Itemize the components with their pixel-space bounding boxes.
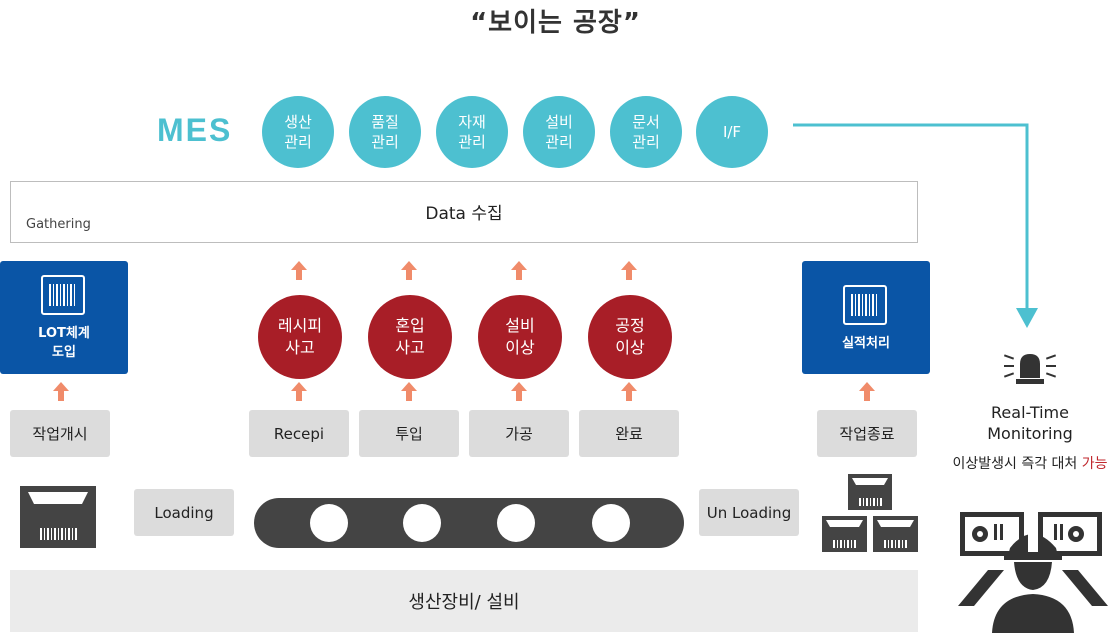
issue-mixing-accident: 혼입 사고 <box>368 295 452 379</box>
arrow-up-icon <box>53 382 69 401</box>
loading-box: Loading <box>134 489 234 536</box>
issue-equipment-abnormal: 설비 이상 <box>478 295 562 379</box>
mes-label: MES <box>157 112 233 148</box>
step-processing: 가공 <box>469 410 569 457</box>
conveyor-roller <box>310 504 348 542</box>
issue-process-abnormal: 공정 이상 <box>588 295 672 379</box>
data-collection-title: Data 수집 <box>425 204 503 224</box>
mes-item-quality: 품질 관리 <box>349 96 421 168</box>
step-complete: 완료 <box>579 410 679 457</box>
monitoring-connector <box>793 123 1038 328</box>
mes-item-material: 자재 관리 <box>436 96 508 168</box>
unloading-box: Un Loading <box>699 489 799 536</box>
arrow-up-icon <box>859 382 875 401</box>
arrow-up-icon <box>621 382 637 401</box>
monitoring-subtitle: 이상발생시 즉각 대처 가능 <box>940 453 1111 473</box>
monitoring-title: Real-Time Monitoring <box>987 403 1073 443</box>
monitoring-subtitle-accent: 가능 <box>1081 456 1108 472</box>
conveyor-roller <box>497 504 535 542</box>
mes-item-equipment: 설비 관리 <box>523 96 595 168</box>
conveyor-roller <box>403 504 441 542</box>
arrow-up-icon <box>401 382 417 401</box>
result-processing-label: 실적처리 <box>842 336 890 351</box>
step-work-end: 작업종료 <box>817 410 917 457</box>
mes-item-document: 문서 관리 <box>610 96 682 168</box>
conveyor-roller <box>592 504 630 542</box>
arrow-up-icon <box>291 382 307 401</box>
result-processing-box <box>802 261 930 374</box>
diagram-title: “보이는 공장” <box>470 8 641 38</box>
data-collection-box <box>10 181 918 243</box>
arrow-up-icon <box>291 261 307 280</box>
box-icon <box>20 486 96 548</box>
lot-system-box <box>0 261 128 374</box>
monitoring-subtitle-text: 이상발생시 즉각 대처 <box>952 456 1082 472</box>
siren-icon <box>1003 354 1057 384</box>
issue-recipe-accident: 레시피 사고 <box>258 295 342 379</box>
arrow-up-icon <box>621 261 637 280</box>
arrow-down-icon <box>1016 308 1038 328</box>
arrow-up-icon <box>511 382 527 401</box>
barcode-icon <box>843 285 887 325</box>
arrow-up-icon <box>401 261 417 280</box>
lot-system-label: LOT체계 도입 <box>38 326 90 360</box>
barcode-icon <box>41 275 85 315</box>
step-work-start: 작업개시 <box>10 410 110 457</box>
stacked-boxes-icon <box>822 474 918 552</box>
operator-monitor-icon <box>958 512 1108 633</box>
step-input: 투입 <box>359 410 459 457</box>
gathering-label: Gathering <box>26 217 91 232</box>
step-recipe: Recepi <box>249 410 349 457</box>
mes-item-interface: I/F <box>696 96 768 168</box>
mes-item-production: 생산 관리 <box>262 96 334 168</box>
arrow-up-icon <box>511 261 527 280</box>
equipment-bar: 생산장비/ 설비 <box>10 570 918 632</box>
